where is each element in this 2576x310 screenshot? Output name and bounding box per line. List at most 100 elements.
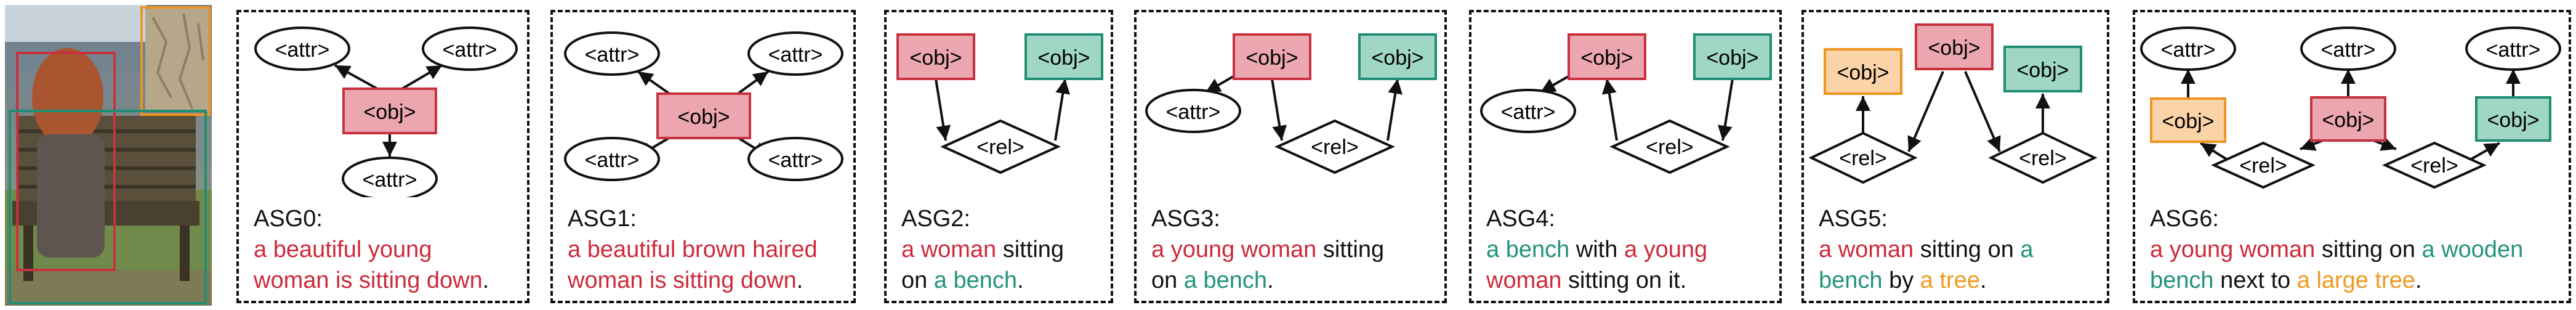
attr-node [564,31,660,76]
caption-line: bench next to a large tree. [2150,265,2559,296]
caption-phrase-black: . [796,267,803,293]
graph-asg1: <attr> <attr> <obj> <attr> <attr> [564,31,843,181]
panel-asg3: <obj> <obj> <attr> <rel> ASG3: a young wo… [1134,10,1447,303]
photo-tree-bark [145,9,209,112]
caption-line: woman is sitting down. [254,265,517,296]
caption-phrase-red: a beautiful young [254,237,432,263]
caption-phrase-black: . [2415,267,2422,293]
photo-bench-slats [17,129,196,189]
caption-phrase-red: a woman [901,237,997,263]
attr-node [747,137,843,181]
obj-node-red [1568,33,1646,80]
obj-label: <obj> [1246,46,1298,70]
attr-label: <attr> [585,149,640,172]
caption-phrase-black: by [1882,267,1920,293]
caption-phrase-green: a bench [1183,267,1268,293]
panel-asg1: <attr> <attr> <obj> <attr> <attr> ASG1:a… [550,10,856,303]
rel-node [1988,131,2098,184]
caption-label: ASG1: [568,206,637,232]
caption-phrase-red: a young woman [1151,237,1317,263]
caption-phrase-orange: a large tree [2296,267,2415,293]
obj-label: <obj> [363,100,416,124]
obj-label: <obj> [2162,110,2214,133]
rel-node [2211,141,2316,189]
photo-bench-leg-left [23,226,33,281]
rel-label: <rel> [1839,147,1887,170]
caption-phrase-black: sitting on [2315,237,2422,263]
edge-obj-rel [1271,78,1287,141]
panel-asg0: <attr> <attr> <obj> <attr> ASG0:a beauti… [236,10,529,303]
attr-label: <attr> [443,38,497,62]
rel-node [1808,131,1918,184]
attr-node [2140,27,2236,71]
rel-label: <rel> [976,136,1024,159]
obj-label: <obj> [1371,46,1423,70]
caption-phrase-black: . [1267,267,1274,293]
panel-asg4: <obj> <obj> <attr> <rel> ASG4:a bench wi… [1469,10,1782,303]
caption-line: woman sitting on it. [1486,265,1769,296]
obj-node-green [1358,33,1437,80]
edge-rel-right-obj-green [2471,142,2500,160]
caption-line: on a bench. [901,265,1101,296]
caption-label: ASG2: [901,206,970,232]
attr-node [2465,27,2561,71]
caption-label: ASG3: [1151,206,1220,232]
obj-label: <obj> [1837,61,1889,84]
obj-node-orange [1824,48,1902,95]
attr-label: <attr> [363,168,417,192]
obj-label: <obj> [1706,46,1758,70]
caption-line: bench by a tree. [1819,265,2097,296]
scene-photo [5,5,212,306]
edge-rel-obj [1054,78,1071,141]
caption-phrase-green: a wooden [2421,237,2524,263]
photo-woman-body [37,134,105,258]
rel-node [1274,119,1395,174]
caption-phrase-black: . [482,267,489,293]
obj-label: <obj> [1580,46,1633,70]
obj-node-green [2475,96,2551,142]
edge-obj-rel-left [1907,71,1944,152]
photo-tree-texture [151,13,204,109]
caption-line: a woman sitting [901,234,1101,265]
caption-phrase-green: bench [1819,267,1883,293]
attr-node [422,27,518,71]
graph-asg5: <obj> <obj> <obj> <rel> <rel> [1808,23,2098,184]
caption-phrase-red: a young [1624,237,1708,263]
rel-label: <rel> [2019,147,2067,170]
photo-ground [5,270,212,306]
attr-node [254,27,350,71]
edge-rel-obj [1387,78,1403,141]
rel-label: <rel> [1646,136,1694,159]
attr-label: <attr> [2161,38,2216,62]
graph-asg2: <obj> <obj> <rel> [896,33,1103,174]
caption-line: a woman sitting on a [1819,234,2097,265]
edge-obj-green-rel [1717,78,1734,141]
photo-box-tree [140,6,211,116]
obj-node-green [2003,46,2082,92]
edge-obj-rel [935,78,951,141]
attr-node [342,157,438,197]
panel-asg6: <attr> <attr> <attr> <obj> <obj> <obj> <… [2133,10,2571,303]
graph-asg3: <obj> <obj> <attr> <rel> [1145,33,1437,174]
obj-node-red [656,92,751,139]
caption-line: a young woman sitting on a wooden [2150,234,2559,265]
rel-label: <rel> [2239,154,2287,177]
attr-label: <attr> [585,43,640,67]
panel-asg5: <obj> <obj> <obj> <rel> <rel> ASG5:a wom… [1801,10,2109,303]
edge-rel-obj-red [1601,78,1618,141]
obj-node-green [1024,33,1103,80]
caption-phrase-red: a woman [1819,237,1914,263]
attr-node [747,31,843,76]
caption-phrase-black: . [1017,267,1024,293]
graph-asg6: <attr> <attr> <attr> <obj> <obj> <obj> <… [2140,27,2561,189]
attr-label: <attr> [1501,100,1556,124]
edge-obj-rel-right [1964,71,2001,152]
caption-label: ASG6: [2150,206,2219,232]
attr-label: <attr> [768,43,823,67]
